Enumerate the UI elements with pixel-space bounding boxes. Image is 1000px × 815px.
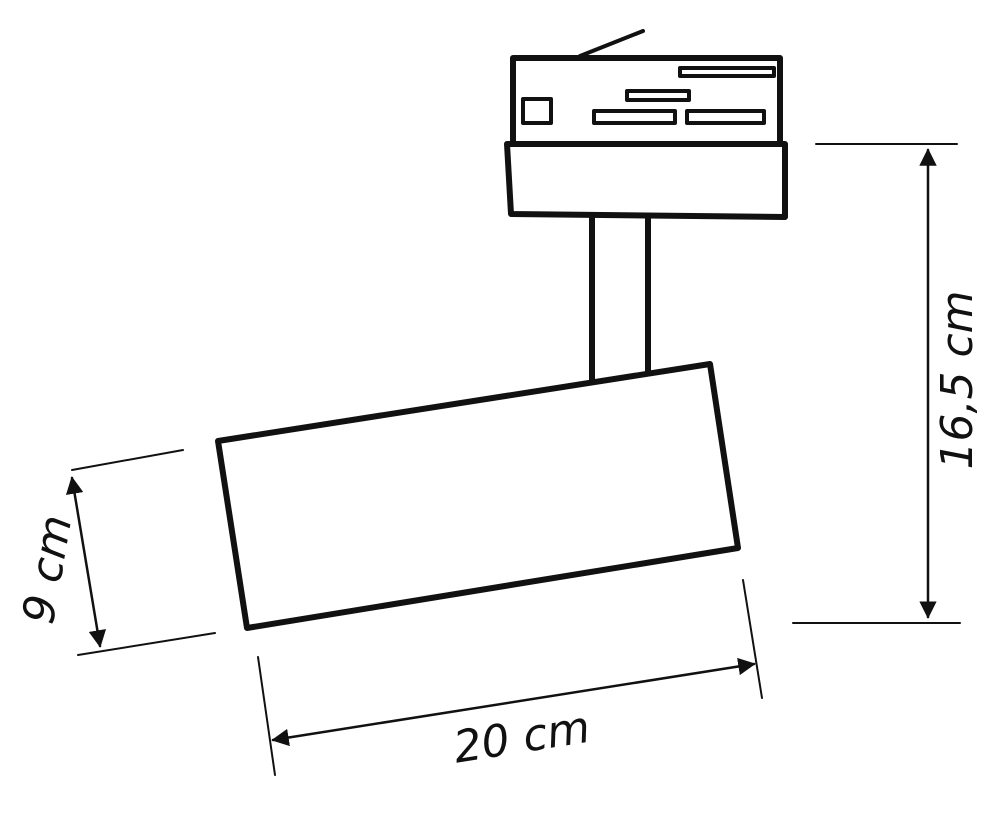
track-adapter xyxy=(504,29,788,220)
adapter-slot xyxy=(678,66,776,78)
adapter-square xyxy=(521,97,553,125)
adapter-slot xyxy=(685,109,766,125)
adapter-lever xyxy=(578,29,645,58)
length-label: 20 cm xyxy=(450,702,593,774)
adapter-slot xyxy=(592,109,677,125)
diameter-label: 9 cm xyxy=(13,511,82,627)
stem xyxy=(589,213,651,384)
height-dimension: 16,5 cm xyxy=(792,143,983,624)
height-label: 16,5 cm xyxy=(932,290,983,469)
diameter-dimension: 9 cm xyxy=(13,449,216,656)
adapter-base xyxy=(504,141,788,220)
length-dimension: 20 cm xyxy=(257,579,763,776)
lamp-body xyxy=(215,361,741,631)
adapter-slot xyxy=(625,89,691,102)
